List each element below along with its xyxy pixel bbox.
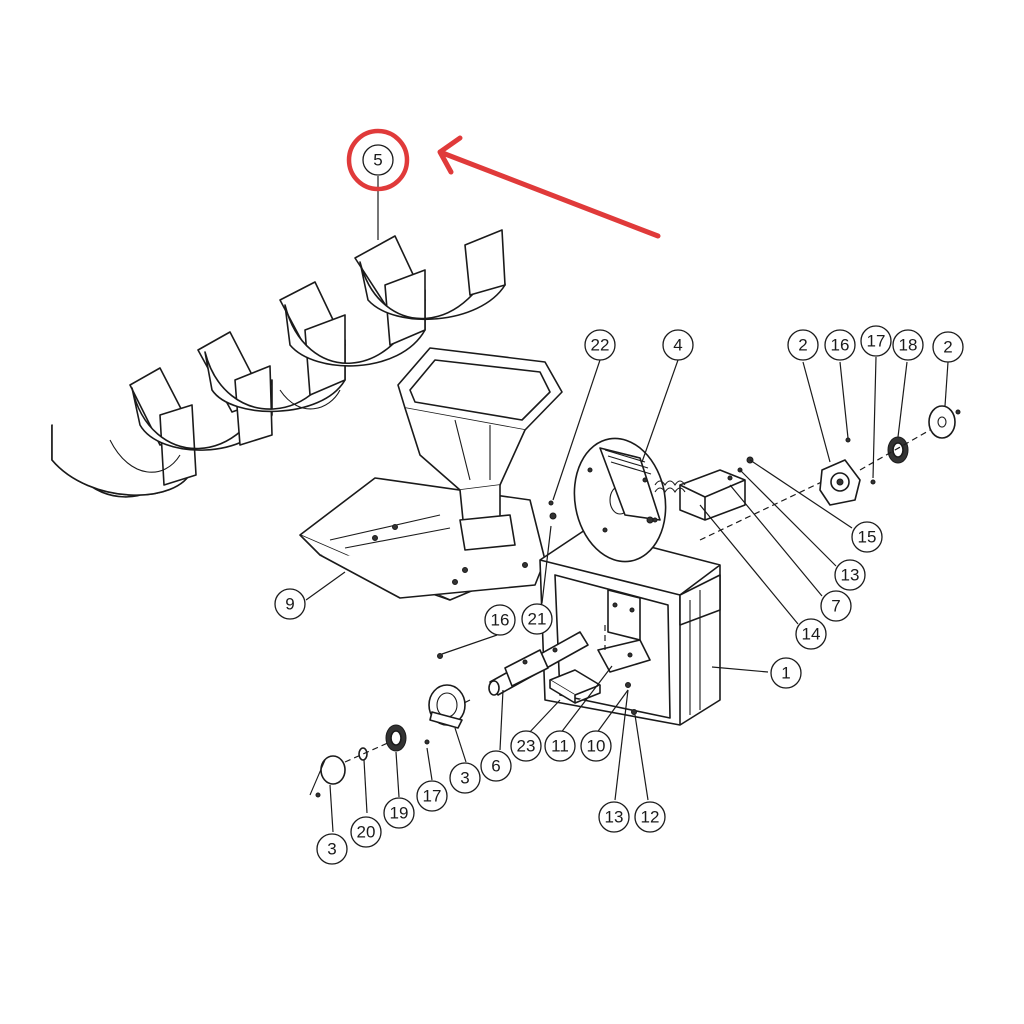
callout-17-left[interactable]: 17 <box>416 780 448 812</box>
callout-13-bottom[interactable]: 13 <box>598 801 630 833</box>
callout-23[interactable]: 23 <box>510 730 542 762</box>
svg-text:10: 10 <box>587 737 606 756</box>
callout-10[interactable]: 10 <box>580 730 612 762</box>
svg-text:4: 4 <box>673 336 682 355</box>
callout-5[interactable]: 5 <box>362 144 394 176</box>
svg-text:2: 2 <box>798 336 807 355</box>
svg-text:3: 3 <box>327 840 336 859</box>
svg-text:16: 16 <box>491 611 510 630</box>
svg-text:15: 15 <box>858 528 877 547</box>
svg-text:17: 17 <box>423 787 442 806</box>
svg-text:5: 5 <box>373 151 382 170</box>
hopper <box>397 347 563 551</box>
bearing-part-19 <box>385 724 407 752</box>
svg-text:21: 21 <box>528 610 547 629</box>
callout-2[interactable]: 2 <box>787 329 819 361</box>
svg-text:16: 16 <box>831 336 850 355</box>
svg-text:7: 7 <box>831 597 840 616</box>
callouts: 5 22 4 2 16 17 18 2 15 13 7 14 1 9 16 21… <box>274 144 964 865</box>
spring-part-14 <box>646 480 686 524</box>
callout-13[interactable]: 13 <box>834 559 866 591</box>
highlight-annotation <box>346 128 661 239</box>
highlight-ring <box>346 128 410 192</box>
svg-text:23: 23 <box>517 737 536 756</box>
latch-plate-part-11 <box>597 625 651 715</box>
flange-bearing-part-3 <box>428 653 466 729</box>
washer-part-20 <box>358 747 368 761</box>
bracket-part-7 <box>679 469 746 521</box>
svg-text:18: 18 <box>899 336 918 355</box>
callout-1[interactable]: 1 <box>770 657 802 689</box>
svg-text:22: 22 <box>591 336 610 355</box>
callout-2-right[interactable]: 2 <box>932 331 964 363</box>
pedal-part-23 <box>549 669 601 704</box>
callout-19[interactable]: 19 <box>383 797 415 829</box>
disc-part-4 <box>573 437 667 563</box>
callout-22[interactable]: 22 <box>584 329 616 361</box>
callout-12[interactable]: 12 <box>634 801 666 833</box>
svg-text:19: 19 <box>390 804 409 823</box>
leader-lines <box>305 176 949 833</box>
auger-flights-part-5 <box>51 229 506 498</box>
svg-text:20: 20 <box>357 823 376 842</box>
callout-4[interactable]: 4 <box>662 329 694 361</box>
svg-text:17: 17 <box>867 332 886 351</box>
callout-16[interactable]: 16 <box>824 329 856 361</box>
callout-18[interactable]: 18 <box>892 329 924 361</box>
svg-text:13: 13 <box>841 566 860 585</box>
svg-text:14: 14 <box>802 625 821 644</box>
svg-text:1: 1 <box>781 664 790 683</box>
svg-text:2: 2 <box>943 338 952 357</box>
end-cap-part-3 <box>309 739 430 798</box>
right-bearing-assembly <box>699 405 961 541</box>
shaft-part-6 <box>439 631 589 716</box>
svg-text:3: 3 <box>460 769 469 788</box>
callout-20[interactable]: 20 <box>350 816 382 848</box>
highlight-arrow <box>437 135 661 239</box>
callout-6[interactable]: 6 <box>480 750 512 782</box>
callout-9[interactable]: 9 <box>274 588 306 620</box>
callout-16-left[interactable]: 16 <box>484 604 516 636</box>
callout-14[interactable]: 14 <box>795 618 827 650</box>
svg-text:11: 11 <box>551 737 569 756</box>
svg-text:12: 12 <box>641 808 660 827</box>
callout-3[interactable]: 3 <box>449 762 481 794</box>
callout-17[interactable]: 17 <box>860 325 892 357</box>
callout-21[interactable]: 21 <box>521 603 553 635</box>
callout-7[interactable]: 7 <box>820 590 852 622</box>
callout-3-left[interactable]: 3 <box>316 833 348 865</box>
svg-text:9: 9 <box>285 595 294 614</box>
svg-text:6: 6 <box>491 757 500 776</box>
bolt-part-21 <box>548 500 557 520</box>
svg-text:13: 13 <box>605 808 624 827</box>
callout-15[interactable]: 15 <box>851 521 883 553</box>
callout-11[interactable]: 11 <box>544 730 576 762</box>
